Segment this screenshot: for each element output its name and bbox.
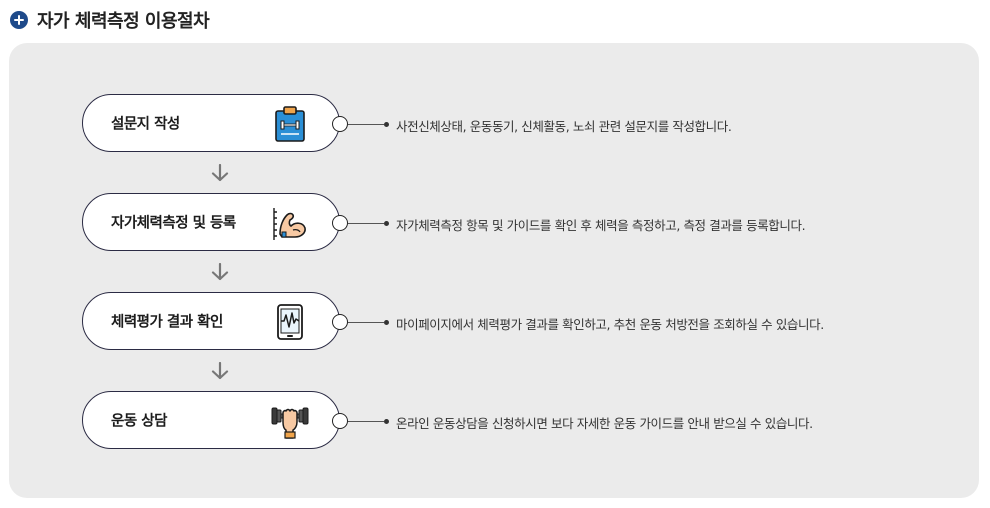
connector-line xyxy=(348,124,384,125)
arrow-down-icon xyxy=(211,262,229,281)
hand-dumbbell-icon xyxy=(271,402,309,440)
step-description: 사전신체상태, 운동동기, 신체활동, 노쇠 관련 설문지를 작성합니다. xyxy=(396,119,732,134)
step-self-measure[interactable]: 자가체력측정 및 등록 xyxy=(82,193,340,251)
plus-circle-icon xyxy=(10,11,28,29)
step-description: 마이페이지에서 체력평가 결과를 확인하고, 추천 운동 처방전을 조회하실 수… xyxy=(396,317,824,332)
page-title: 자가 체력측정 이용절차 xyxy=(37,11,210,32)
bullet-dot xyxy=(384,320,389,325)
step-survey[interactable]: 설문지 작성 xyxy=(82,94,340,152)
bullet-dot xyxy=(384,419,389,424)
step-node xyxy=(332,116,348,132)
step-label: 체력평가 결과 확인 xyxy=(111,314,223,331)
step-result-check[interactable]: 체력평가 결과 확인 xyxy=(82,292,340,350)
connector-line xyxy=(348,322,384,323)
step-node xyxy=(332,215,348,231)
section-header: 자가 체력측정 이용절차 xyxy=(10,7,210,33)
clipboard-dumbbell-icon xyxy=(271,105,309,143)
tablet-heartbeat-icon xyxy=(271,303,309,341)
step-exercise-consult[interactable]: 운동 상담 xyxy=(82,391,340,449)
bullet-dot xyxy=(384,122,389,127)
step-node xyxy=(332,413,348,429)
step-label: 운동 상담 xyxy=(111,413,167,430)
arrow-down-icon xyxy=(211,361,229,380)
step-node xyxy=(332,314,348,330)
connector-line xyxy=(348,223,384,224)
step-description: 온라인 운동상담을 신청하시면 보다 자세한 운동 가이드를 안내 받으실 수 … xyxy=(396,416,813,431)
connector-line xyxy=(348,421,384,422)
step-label: 자가체력측정 및 등록 xyxy=(111,215,236,232)
step-label: 설문지 작성 xyxy=(111,116,180,133)
bullet-dot xyxy=(384,221,389,226)
flexed-arm-icon xyxy=(271,204,309,242)
step-description: 자가체력측정 항목 및 가이드를 확인 후 체력을 측정하고, 측정 결과를 등… xyxy=(396,218,806,233)
arrow-down-icon xyxy=(211,163,229,182)
